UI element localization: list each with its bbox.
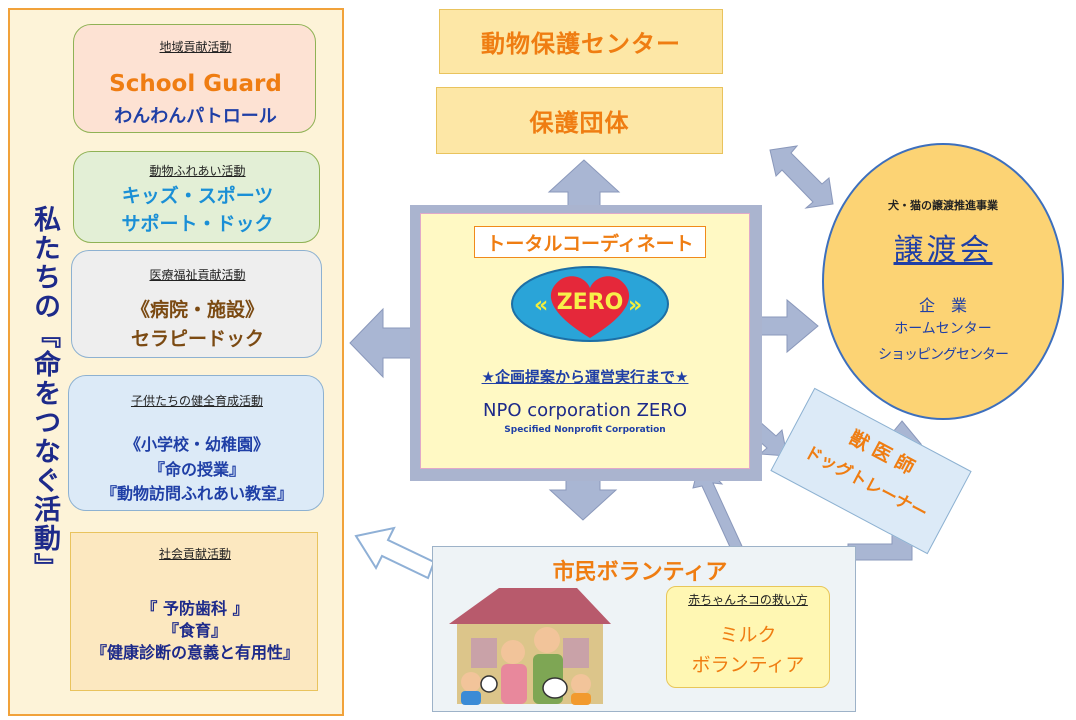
org-sub: Specified Nonprofit Corporation [504,425,666,435]
zero-logo-text: ZERO [556,290,624,315]
arrow-right [760,298,819,354]
card-children: 子供たちの健全育成活動 《小学校・幼稚園》 『命の授業』 『動物訪問ふれあい教室… [68,375,324,511]
arrow-diagonal-top-right [769,145,834,209]
protection-group: 保護団体 [436,87,723,154]
card-line2: セラピードック [130,328,264,350]
animal-protection-center: 動物保護センター [439,9,723,74]
milk-header: 赤ちゃんネコの救い方 [688,593,808,607]
card-line1: 《小学校・幼稚園》 [124,435,269,454]
adoption-header: 犬・猫の譲渡推進事業 [888,199,998,212]
arrow-up [547,159,621,208]
card-header: 動物ふれあい活動 [149,164,246,178]
family-house-illustration [449,588,611,705]
card-header: 地域貢献活動 [159,40,232,54]
card-line3: 『健康診断の意義と有用性』 [90,643,299,662]
house-roof-icon [449,588,611,624]
milk-line2: ボランティア [691,654,805,676]
adoption-item: 企 業 [918,296,967,315]
heart-icon [550,276,630,338]
card-medical: 医療福祉貢献活動 《病院・施設》 セラピードック [71,250,322,358]
card-line2: 『食育』 [162,621,227,640]
arrow-left [349,307,412,379]
zero-logo: « » [511,266,669,342]
adoption-item: ホームセンター [894,321,992,337]
card-animal-contact: 動物ふれあい活動 キッズ・スポーツ サポート・ドック [73,151,320,243]
volunteer-title: 市民ボランティア [552,560,728,585]
adoption-ellipse [822,143,1064,420]
card-line1: 《病院・施設》 [130,299,264,321]
total-coordinate-box: トータルコーディネート [474,226,706,258]
arrow-down [548,479,618,521]
card-line3: 『動物訪問ふれあい教室』 [100,484,293,503]
milk-volunteer-box [666,586,830,688]
milk-line1: ミルク [719,624,777,646]
svg-text:»: » [628,293,642,318]
card-community: 地域貢献活動 School Guard わんわんパトロール [73,24,316,133]
card-header: 社会貢献活動 [158,547,231,561]
card-line1: キッズ・スポーツ [121,185,274,207]
org-name: NPO corporation ZERO [483,400,687,421]
card-line1: School Guard [109,71,282,97]
card-header: 医療福祉貢献活動 [149,268,246,282]
card-line2: サポート・ドック [121,213,274,235]
card-line1: 『 予防歯科 』 [141,599,249,618]
family-icon [461,627,591,705]
svg-text:«: « [534,293,548,318]
card-line2: 『命の授業』 [148,460,245,479]
tagline: ★企画提案から運営実行まで★ [481,368,689,386]
arrow-outline-up-left [354,526,436,580]
vertical-title: 私たちの『命をつなぐ活動』 [29,205,60,582]
adoption-title: 譲渡会 [893,233,993,268]
card-line2: わんわんパトロール [114,106,277,127]
adoption-item: ショッピングセンター [878,347,1009,363]
card-society: 社会貢献活動 『 予防歯科 』 『食育』 『健康診断の意義と有用性』 [70,532,318,691]
card-header: 子供たちの健全育成活動 [130,394,263,408]
